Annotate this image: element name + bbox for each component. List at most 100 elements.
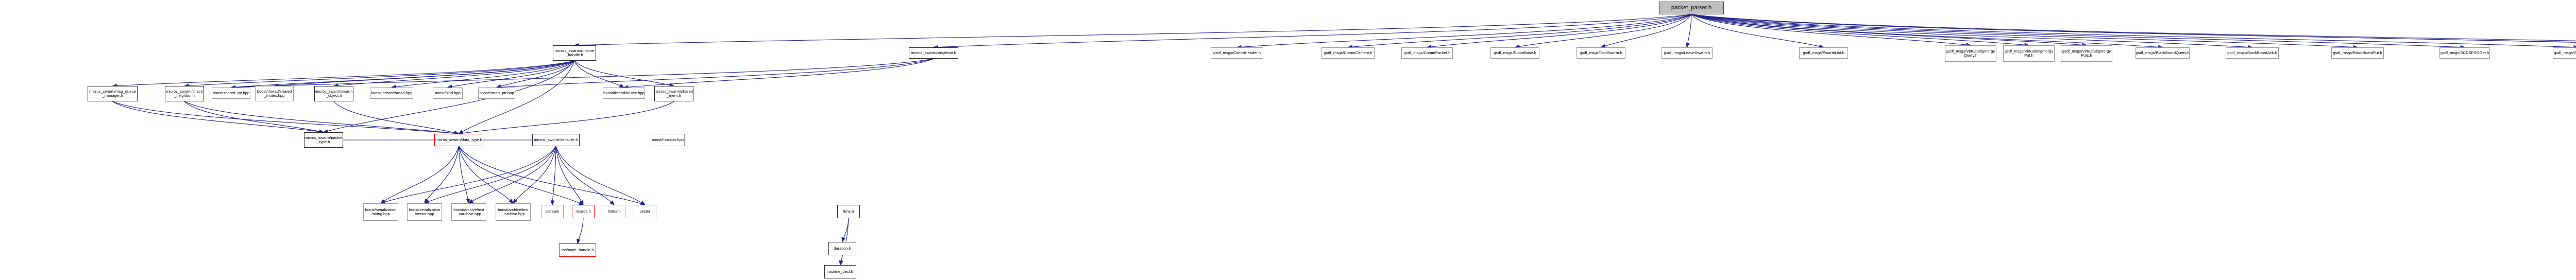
graph-node[interactable]: micros_swarm/runtime _handle.h xyxy=(553,45,596,61)
graph-edge xyxy=(555,146,584,205)
graph-node[interactable]: gsdf_msgs/VirtualStigmergy Query.h xyxy=(1945,45,1996,62)
graph-node[interactable]: micros_swarm/singleton.h xyxy=(909,47,958,59)
graph-edge-arrowhead xyxy=(841,237,845,243)
graph-edge xyxy=(447,60,575,88)
graph-edge xyxy=(231,60,575,88)
graph-edge-arrowhead xyxy=(513,198,518,204)
graph-edge xyxy=(1427,14,1692,48)
graph-node[interactable]: boost/thread/shared _mutex.hpp xyxy=(255,86,294,101)
graph-node[interactable]: micros_swarm/shared _mem.h xyxy=(654,86,693,101)
graph-edge xyxy=(577,218,584,244)
graph-edge xyxy=(574,14,1692,46)
graph-node[interactable]: boost/serialization /vector.hpp xyxy=(407,203,442,221)
graph-node[interactable]: rostime_decl.h xyxy=(824,265,856,278)
graph-node[interactable]: micros_swarm/data_type.h xyxy=(434,134,483,146)
graph-edge-arrowhead xyxy=(1685,43,1690,48)
graph-edge-arrowhead xyxy=(577,238,581,244)
graph-node[interactable]: boost/serialization /string.hpp xyxy=(363,203,398,221)
graph-edge-arrowhead xyxy=(468,199,474,204)
graph-node[interactable]: gsdf_msgs/BlackBoardQuery.h xyxy=(2136,47,2190,59)
graph-node[interactable]: gsdf_msgs/VirtualStigmergy Put.h xyxy=(2003,45,2055,62)
graph-node[interactable]: gsdf_msgs/BlackBoardPut.h xyxy=(2331,47,2384,59)
graph-edge xyxy=(1601,14,1692,48)
graph-node[interactable]: boost/smart_ptr.hpp xyxy=(478,87,515,99)
graph-edge xyxy=(933,14,1692,48)
graph-edge xyxy=(842,218,849,242)
graph-node[interactable]: boost/thread/thread.hpp xyxy=(370,87,413,99)
graph-node[interactable]: fstream xyxy=(603,205,625,218)
graph-edge xyxy=(458,146,514,204)
graph-edge-arrowhead xyxy=(380,199,386,204)
graph-edge xyxy=(840,255,843,266)
graph-edge xyxy=(459,101,674,134)
graph-node[interactable]: boost/bind.hpp xyxy=(433,87,463,99)
graph-edge xyxy=(623,58,934,88)
graph-edge xyxy=(1691,14,2576,43)
graph-node[interactable]: micros_swarm/swarm _object.h xyxy=(314,86,353,101)
graph-edge xyxy=(1691,14,2252,48)
graph-edge xyxy=(458,146,469,204)
graph-edge xyxy=(574,60,674,86)
graph-edge-arrowhead xyxy=(579,200,584,206)
graph-edge xyxy=(380,146,460,204)
graph-node[interactable]: boost/shared_ptr.hpp xyxy=(212,87,250,99)
graph-edge xyxy=(1691,14,2029,46)
graph-root-node[interactable]: packet_parser.h xyxy=(1659,2,1724,14)
graph-node[interactable]: gsdf_msgs/CommContent.h xyxy=(1321,47,1375,59)
graph-edge xyxy=(496,58,934,88)
graph-edge xyxy=(1691,14,2576,41)
graph-node[interactable]: ros/node_handle.h xyxy=(559,243,596,257)
graph-edge-arrowhead xyxy=(619,83,625,88)
graph-node[interactable]: gsdf_msgs/SCDSPSOPut.h xyxy=(2553,47,2576,59)
graph-edge xyxy=(231,58,934,88)
graph-edge xyxy=(1691,14,2576,43)
graph-edge-arrowhead xyxy=(839,260,843,266)
graph-node[interactable]: gsdf_msgs/CommPacket.h xyxy=(1401,47,1453,59)
graph-edge xyxy=(574,60,624,88)
graph-node[interactable]: ros/ros.h xyxy=(572,205,595,218)
graph-edge xyxy=(1348,14,1692,48)
graph-node[interactable]: gsdf_msgs/BlackBoardAck.h xyxy=(2226,47,2279,59)
graph-edge-arrowhead xyxy=(609,200,615,205)
graph-node[interactable]: gsdf_msgs/RobotBase.h xyxy=(1490,47,1539,59)
graph-node[interactable]: gsdf_msgs/VirtualStigmergy Puts.h xyxy=(2061,45,2112,62)
graph-edge-arrowhead xyxy=(424,198,429,204)
graph-node[interactable]: micros_swarm/check _neighbor.h xyxy=(165,86,204,101)
graph-node[interactable]: micros_swarm/packet _type.h xyxy=(304,132,343,148)
graph-edge xyxy=(112,60,575,86)
graph-node[interactable]: boost/function.hpp xyxy=(651,134,685,146)
graph-node[interactable]: gsdf_msgs/SCDSPSOGet.h xyxy=(2439,47,2490,59)
graph-node[interactable]: micros_swarm/serialize.h xyxy=(532,134,580,146)
graph-edge-arrowhead xyxy=(509,199,514,204)
graph-edge xyxy=(459,146,584,205)
graph-edge-arrowhead xyxy=(839,260,843,266)
graph-edge xyxy=(1691,14,2576,48)
graph-node[interactable]: gsdf_msgs/CommHeader.h xyxy=(1211,47,1263,59)
graph-edge xyxy=(184,60,575,86)
graph-node[interactable]: gsdf_msgs/JoinSwarm.h xyxy=(1577,47,1625,59)
graph-node[interactable]: sstream xyxy=(541,205,564,218)
graph-edge xyxy=(1691,14,2465,48)
graph-edge xyxy=(112,101,324,133)
graph-node[interactable]: boost/archive/text _iarchive.hpp xyxy=(496,203,531,221)
graph-node[interactable]: micros_swarm/msg_queue _manager.h xyxy=(88,86,138,101)
graph-edge xyxy=(513,146,556,204)
graph-edge xyxy=(555,146,615,205)
graph-edge xyxy=(333,60,575,86)
graph-node[interactable]: boost/thread/mutex.hpp xyxy=(603,87,645,99)
graph-edge xyxy=(459,60,575,134)
graph-edge xyxy=(1686,14,1692,48)
graph-edge xyxy=(1691,14,2163,48)
graph-node[interactable]: gsdf_msgs/LeaveSwarm.h xyxy=(1662,47,1713,59)
graph-edge xyxy=(1691,14,1971,46)
graph-edge xyxy=(1236,14,1692,48)
graph-edge-arrowhead xyxy=(466,198,470,204)
graph-edge xyxy=(424,146,556,204)
graph-node[interactable]: vector xyxy=(634,205,656,218)
graph-node[interactable]: gsdf_msgs/SwarmList.h xyxy=(1799,47,1848,59)
graph-node[interactable]: time.h xyxy=(837,205,860,218)
graph-node[interactable]: duration.h xyxy=(828,242,856,255)
graph-edge xyxy=(333,101,459,134)
graph-node[interactable]: boost/archive/text _oarchive.hpp xyxy=(451,203,486,221)
graph-edge xyxy=(1691,14,2087,46)
